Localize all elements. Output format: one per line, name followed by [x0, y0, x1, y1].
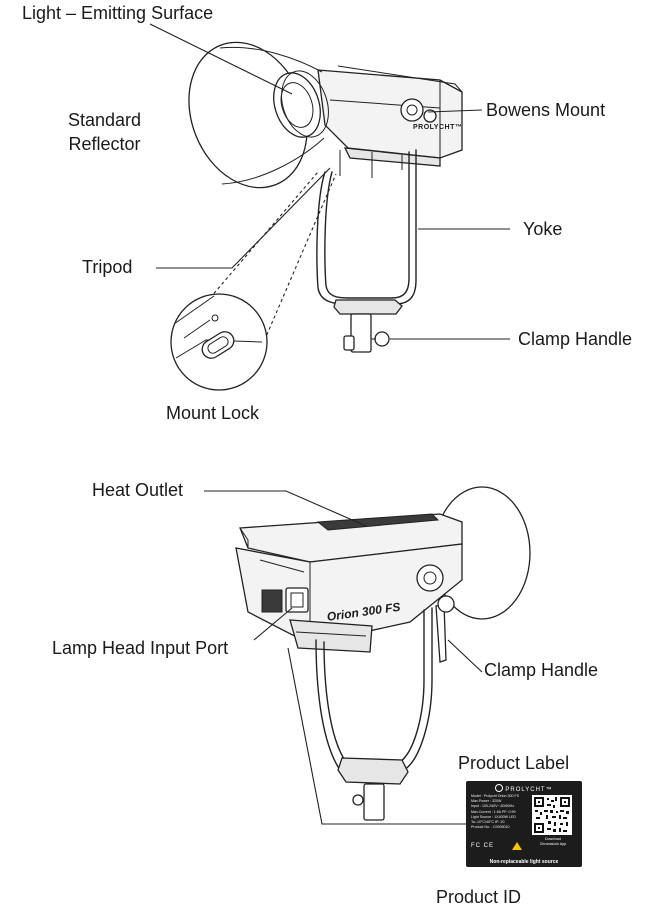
label-standard-reflector: Standard Reflector — [68, 110, 142, 154]
rear-yoke-base-plate — [337, 757, 409, 785]
leader-mount-lock-lower — [209, 171, 319, 299]
label-bowens-mount: Bowens Mount — [486, 100, 606, 120]
bowens-mount-knob — [400, 98, 424, 122]
spec-line: Ta:-10°C/45°C IP: 20 — [471, 820, 505, 825]
device-brand-text: PROLYCHT™ — [413, 124, 463, 131]
leader-product-id — [287, 647, 466, 825]
label-lamp-head-input-port: Lamp Head Input Port — [52, 638, 229, 658]
spec-line: Max.Current : 1.6A PF: 0.99 — [471, 809, 516, 814]
spec-line: Light Source : 1X400W LED — [471, 814, 516, 819]
lamp-head-input-port — [285, 587, 309, 613]
input-port-label — [261, 589, 283, 613]
plate-footer: Non-replaceable light source — [489, 859, 559, 865]
warning-triangle-icon — [512, 842, 522, 850]
spec-line: Max.Power : 320W — [471, 799, 502, 804]
yoke — [316, 149, 417, 305]
label-light-emitting-surface: Light – Emitting Surface — [22, 3, 214, 23]
leader-light-emitting-surface — [149, 23, 293, 95]
leader-mount-lock-upper — [261, 173, 337, 347]
leader-lamp-head-input-port — [253, 607, 293, 641]
light-rear-view — [204, 486, 531, 825]
brand-logo-icon — [495, 784, 504, 792]
label-product-id: Product ID — [436, 887, 522, 907]
label-yoke: Yoke — [523, 219, 563, 239]
spec-line: Input : 100-240V~,50/60Hz — [471, 804, 515, 809]
label-heat-outlet: Heat Outlet — [92, 480, 184, 500]
yoke-base-plate — [333, 299, 403, 315]
spec-line: Product No. : C0000010 — [471, 825, 510, 830]
plate-spec-lines: Model : Prolycht Orion 300 FS Max.Power … — [471, 794, 529, 830]
leader-tripod — [156, 167, 331, 269]
mount-lock-button — [201, 331, 235, 359]
rear-bowens-knob — [416, 564, 444, 592]
product-label-plate: PROLYCHT™ Model : Prolycht Orion 300 FS … — [466, 781, 582, 867]
leader-heat-outlet — [204, 490, 367, 527]
leader-bowens-mount — [427, 109, 483, 113]
label-tripod: Tripod — [82, 257, 133, 277]
cert-marks: FC CE — [471, 843, 494, 849]
leader-clamp-handle-bottom — [447, 639, 483, 673]
label-product-label: Product Label — [458, 753, 570, 773]
qr-note: Download ChromaLink App — [539, 837, 567, 846]
mount-lock-detail — [170, 293, 268, 391]
qr-code-icon — [532, 795, 572, 835]
label-clamp-handle-bottom: Clamp Handle — [484, 660, 599, 680]
label-mount-lock: Mount Lock — [166, 403, 260, 423]
plate-brand: PROLYCHT™ — [466, 784, 582, 793]
label-clamp-handle-top: Clamp Handle — [518, 329, 633, 349]
clamp-handle-knob — [374, 331, 390, 347]
spec-line: Model : Prolycht Orion 300 FS — [471, 794, 520, 798]
rear-clamp-handle-lever — [435, 603, 447, 663]
light-front-view — [149, 23, 510, 353]
